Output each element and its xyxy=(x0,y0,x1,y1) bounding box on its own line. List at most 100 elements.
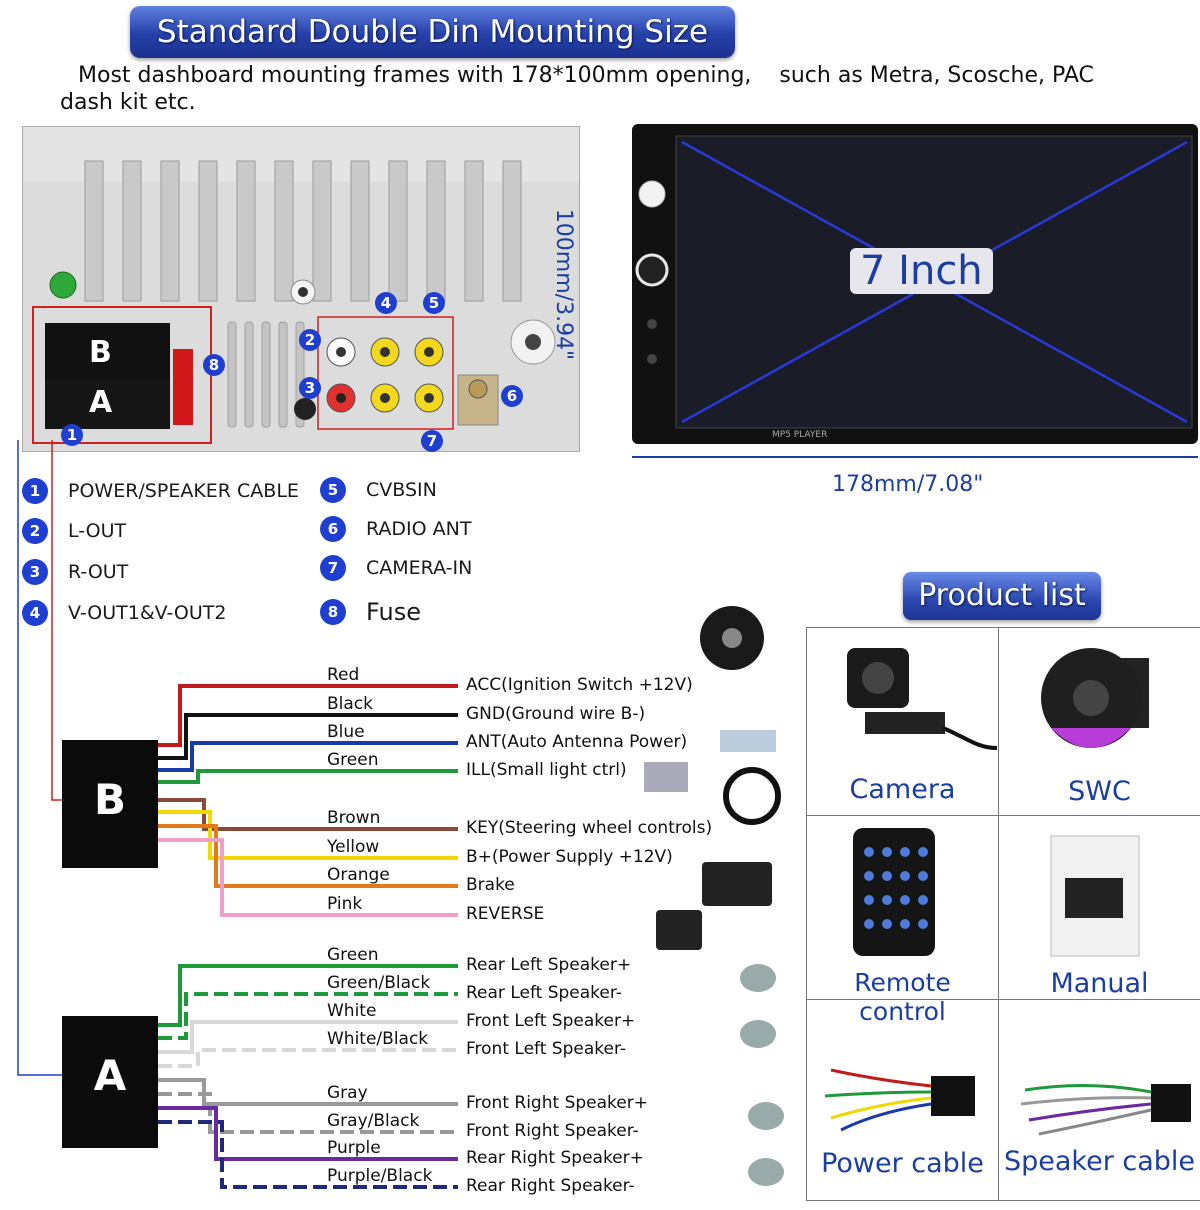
wiring-lines xyxy=(17,440,458,1189)
product-cell-remote: Remote control xyxy=(807,816,999,1026)
port-b-label: B xyxy=(89,335,112,370)
antenna-icon xyxy=(720,730,776,752)
a-wire-3 xyxy=(158,1020,458,1054)
swc-icon xyxy=(1041,648,1149,748)
a-wire-function-label: Front Right Speaker+ xyxy=(466,1093,648,1113)
connector-a: A xyxy=(62,1016,158,1148)
connector-b-label: B xyxy=(93,775,126,824)
product-caption-swc: SWC xyxy=(1068,776,1131,807)
manual-icon xyxy=(1050,835,1140,957)
b-wire-function-label: KEY(Steering wheel controls) xyxy=(466,818,713,838)
a-wire-color-label: Green xyxy=(327,945,379,965)
subtitle-line-1: Most dashboard mounting frames with 178*… xyxy=(78,63,1094,88)
b-wire-color-label: Orange xyxy=(327,865,390,885)
b-wire-5 xyxy=(158,798,458,831)
marker-1: 1 xyxy=(61,424,83,446)
subtitle: Most dashboard mounting frames with 178*… xyxy=(60,62,1180,116)
height-dimension: 100mm/3.94" xyxy=(551,208,577,361)
b-wire-color-label: Blue xyxy=(327,722,365,742)
a-wire-color-label: White xyxy=(327,1001,377,1021)
product-caption-remote: Remote control xyxy=(854,968,951,1026)
b-wire-1 xyxy=(158,684,458,747)
b-wire-color-label: Pink xyxy=(327,894,363,914)
a-wire-1 xyxy=(158,964,458,1027)
speaker-cable-icon xyxy=(1020,1083,1191,1136)
a-wire-color-label: Green/Black xyxy=(327,973,431,993)
rear-panel-drawing xyxy=(23,127,579,444)
product-cell-manual: Manual xyxy=(999,816,1200,1000)
product-cell-camera: Camera xyxy=(807,628,999,816)
marker-5: 5 xyxy=(423,292,445,314)
speaker-icon xyxy=(740,1020,776,1048)
marker-2: 2 xyxy=(299,329,321,351)
rear-panel: B A 1 2 3 4 5 6 7 8 xyxy=(22,126,580,452)
product-cell-speaker-cable: Speaker cable xyxy=(999,1000,1200,1201)
marker-8: 8 xyxy=(203,354,225,376)
product-caption-power-cable: Power cable xyxy=(821,1148,984,1179)
product-grid: Camera SWC Remote control Manual Power c… xyxy=(806,627,1200,1201)
remote-icon xyxy=(853,828,935,956)
a-wire-function-label: Front Left Speaker- xyxy=(466,1039,626,1059)
a-wire-6 xyxy=(158,1092,458,1134)
a-wire-7 xyxy=(158,1106,458,1161)
a-wire-2 xyxy=(158,992,458,1040)
b-wire-color-label: Green xyxy=(327,750,379,770)
light-icon xyxy=(644,762,688,792)
a-wire-4 xyxy=(158,1048,458,1068)
port-a-label: A xyxy=(89,385,113,420)
a-wire-function-label: Rear Left Speaker- xyxy=(466,983,622,1003)
b-wire-3 xyxy=(158,741,458,772)
a-wire-function-label: Front Left Speaker+ xyxy=(466,1011,636,1031)
b-wire-color-label: Red xyxy=(327,665,360,685)
b-wire-function-label: ANT(Auto Antenna Power) xyxy=(466,732,688,752)
accessory-icons xyxy=(644,606,784,1186)
screen-size-label: 7 Inch xyxy=(850,248,993,294)
a-wire-color-label: Purple/Black xyxy=(327,1166,433,1186)
a-wire-8 xyxy=(158,1120,458,1189)
head-unit-front: 7 Inch MP5 PLAYER xyxy=(632,124,1198,444)
a-wire-function-label: Front Right Speaker- xyxy=(466,1121,639,1141)
a-wire-color-label: Purple xyxy=(327,1138,381,1158)
a-wire-function-label: Rear Left Speaker+ xyxy=(466,955,632,975)
camera-icon xyxy=(656,910,702,950)
width-dimension: 178mm/7.08" xyxy=(832,472,984,497)
b-wire-function-label: ACC(Ignition Switch +12V) xyxy=(466,675,693,695)
marker-3: 3 xyxy=(299,377,321,399)
a-wire-color-label: Gray xyxy=(327,1083,368,1103)
b-wire-color-label: Black xyxy=(327,694,373,714)
marker-4: 4 xyxy=(375,292,397,314)
b-wire-color-label: Brown xyxy=(327,808,381,828)
width-dimension-line xyxy=(632,456,1198,458)
page-title: Standard Double Din Mounting Size xyxy=(156,14,709,50)
product-caption-camera: Camera xyxy=(849,774,956,805)
product-caption-speaker-cable: Speaker cable xyxy=(1003,1146,1196,1177)
title-banner: Standard Double Din Mounting Size xyxy=(130,6,735,58)
a-wire-function-label: Rear Right Speaker- xyxy=(466,1176,635,1196)
screen-model-text: MP5 PLAYER xyxy=(772,430,828,440)
b-wire-function-label: GND(Ground wire B-) xyxy=(466,704,646,724)
steering-wheel-icon xyxy=(723,767,781,825)
a-wire-function-label: Rear Right Speaker+ xyxy=(466,1148,644,1168)
speaker-icon xyxy=(748,1158,784,1186)
battery-icon xyxy=(702,862,772,906)
marker-6: 6 xyxy=(501,385,523,407)
connector-a-label: A xyxy=(93,1051,127,1100)
product-caption-manual: Manual xyxy=(1050,968,1149,999)
product-cell-power-cable: Power cable xyxy=(807,1000,999,1201)
b-wire-8 xyxy=(158,838,458,917)
b-wire-2 xyxy=(158,713,458,760)
connector-b: B xyxy=(62,740,158,868)
a-wire-color-label: White/Black xyxy=(327,1029,429,1049)
subtitle-line-2: dash kit etc. xyxy=(60,90,196,115)
b-wire-6 xyxy=(158,810,458,860)
power-cable-icon xyxy=(824,1068,975,1132)
b-wire-function-label: ILL(Small light ctrl) xyxy=(466,760,627,780)
b-wire-function-label: REVERSE xyxy=(466,904,545,924)
